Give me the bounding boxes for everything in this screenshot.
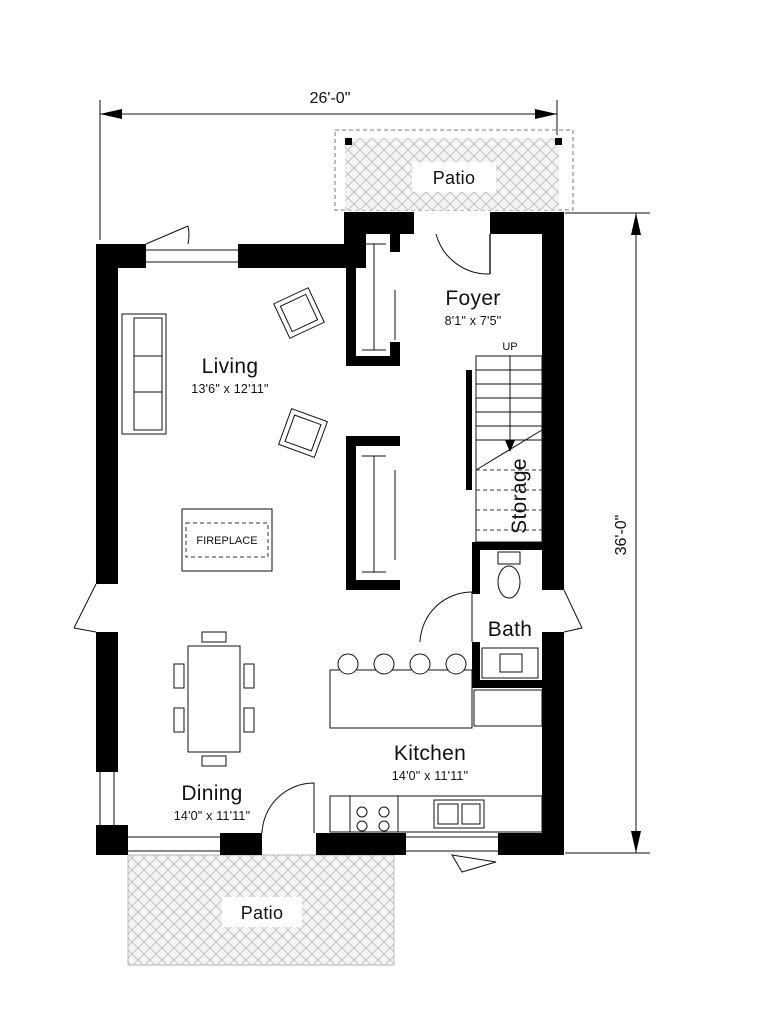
room-name: Dining <box>181 782 242 805</box>
interior-walls <box>346 234 542 688</box>
kitchen-island <box>329 653 543 729</box>
exterior-walls <box>96 212 564 855</box>
room-size: 14'0" x 11'11" <box>392 769 468 783</box>
armchair <box>278 408 328 458</box>
room-size: 8'1" x 7'5" <box>445 314 502 328</box>
room-size: 14'0" x 11'11" <box>174 809 250 823</box>
room-label-storage: Storage <box>508 458 531 534</box>
room-label-bath: Bath <box>488 618 532 641</box>
room-label-foyer: Foyer 8'1" x 7'5" <box>445 287 502 328</box>
toilet <box>497 551 521 599</box>
doors <box>73 225 583 873</box>
room-size: 13'6" x 12'11" <box>191 382 268 396</box>
room-name: Living <box>202 355 259 378</box>
sofa <box>121 313 167 435</box>
room-label-dining: Dining 14'0" x 11'11" <box>174 782 250 823</box>
staircase: UP <box>475 341 543 543</box>
patio-top: Patio <box>334 129 574 211</box>
dining-table <box>173 631 255 767</box>
patio-top-label: Patio <box>433 168 476 188</box>
stair-up-label: UP <box>502 341 517 353</box>
patio-bottom: Patio <box>127 854 395 966</box>
depth-dimension-label: 36'-0" <box>613 515 630 556</box>
room-name: Storage <box>508 458 531 534</box>
depth-dimension: 36'-0" <box>565 212 650 854</box>
windows <box>99 249 498 852</box>
room-label-living: Living 13'6" x 12'11" <box>191 355 268 396</box>
armchair <box>273 287 325 339</box>
fireplace: FIREPLACE <box>181 508 273 572</box>
closet-shelving <box>362 243 396 573</box>
room-name: Foyer <box>445 287 500 310</box>
fireplace-label: FIREPLACE <box>196 535 257 547</box>
room-name: Bath <box>488 618 532 641</box>
kitchen-counter <box>329 795 543 833</box>
width-dimension-label: 26'-0" <box>310 90 351 107</box>
patio-bottom-label: Patio <box>241 903 284 923</box>
width-dimension: 26'-0" <box>99 90 558 240</box>
room-name: Kitchen <box>394 742 466 765</box>
room-label-kitchen: Kitchen 14'0" x 11'11" <box>392 742 468 783</box>
bath-sink <box>481 647 539 679</box>
